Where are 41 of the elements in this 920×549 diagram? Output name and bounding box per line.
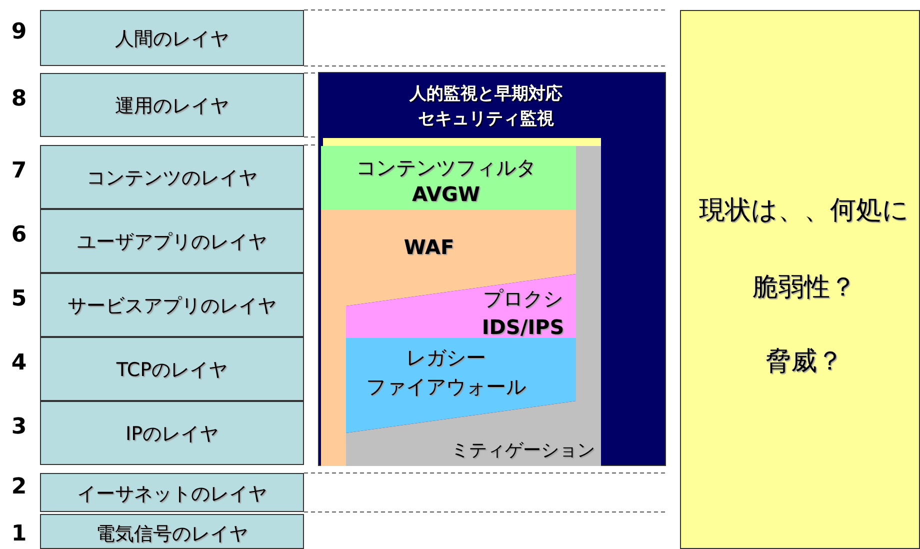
layer-box xyxy=(40,473,304,512)
layer-number: 3 xyxy=(11,414,27,440)
measure-label: 人的監視と早期対応セキュリティ監視 xyxy=(408,83,564,131)
measure-label: IDS/IPS xyxy=(482,315,564,339)
layer-label: サービスアプリのレイヤ xyxy=(68,294,276,319)
layer-label: TCPのレイヤ xyxy=(116,358,228,383)
measure-label: コンテンツフィルタ xyxy=(356,154,536,182)
layer-label: コンテンツのレイヤ xyxy=(86,166,258,191)
layer-number: 6 xyxy=(11,222,27,248)
layer-label: IPのレイヤ xyxy=(125,422,219,447)
measure-label: プロクシ xyxy=(483,286,563,312)
monitoring-panel xyxy=(318,72,666,466)
layer-box xyxy=(40,145,304,209)
measure-label: ファイアウォール xyxy=(366,374,526,400)
question-text: 脆弱性？ xyxy=(752,272,856,304)
layer-label: 運用のレイヤ xyxy=(115,94,229,119)
layer-number: 7 xyxy=(11,158,27,184)
layer-number: 4 xyxy=(11,350,27,376)
layer-box xyxy=(40,209,304,273)
layer-box xyxy=(40,10,304,66)
measure-label: レガシー xyxy=(406,344,486,372)
layer-box xyxy=(40,73,304,137)
layer-label: 人間のレイヤ xyxy=(115,27,229,52)
layer-box xyxy=(40,401,304,465)
layer-label: イーサネットのレイヤ xyxy=(77,482,267,506)
layer-number: 8 xyxy=(11,86,27,112)
layer-number: 9 xyxy=(11,20,27,44)
question-box xyxy=(680,10,920,549)
measure-label: WAF xyxy=(404,235,454,259)
measure-label: AVGW xyxy=(412,182,480,206)
layer-number: 2 xyxy=(11,474,27,499)
layer-number: 1 xyxy=(11,522,27,546)
layer-box xyxy=(40,273,304,337)
layer-box xyxy=(40,514,304,549)
question-text: 脅威？ xyxy=(765,346,843,378)
layer-label: ユーザアプリのレイヤ xyxy=(77,230,267,255)
question-text: 現状は、、何処に xyxy=(699,194,909,228)
layer-label: 電気信号のレイヤ xyxy=(96,522,248,546)
layer-number: 5 xyxy=(11,286,27,312)
layer-box xyxy=(40,337,304,401)
measure-label: ミティゲーション xyxy=(451,439,595,462)
